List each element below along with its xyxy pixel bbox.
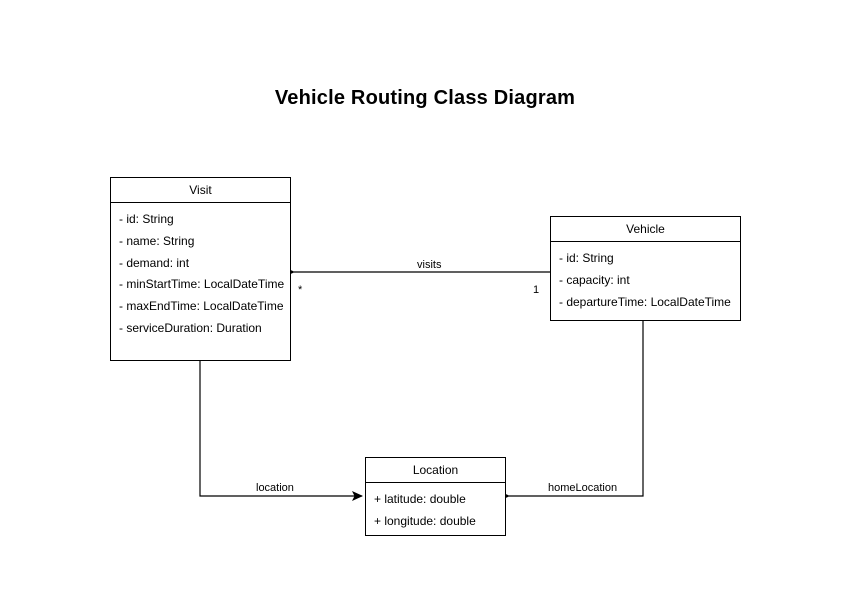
attribute-row: + latitude: double: [374, 492, 466, 506]
class-name-vehicle: Vehicle: [551, 217, 740, 242]
edge-homelocation-line: [499, 321, 644, 501]
page-title: Vehicle Routing Class Diagram: [274, 87, 576, 109]
attribute-row: - demand: int: [119, 255, 190, 270]
edge-label-location: location: [253, 482, 297, 494]
attribute-row: - maxEndTime: LocalDateTime: [119, 299, 284, 314]
attribute-row: + longitude: double: [374, 513, 476, 528]
class-attributes-visit: - id: String - name: String - demand: in…: [111, 203, 290, 346]
class-name-location: Location: [366, 458, 505, 483]
attribute-row: - departureTime: LocalDateTime: [559, 294, 731, 309]
class-name-visit: Visit: [111, 178, 290, 203]
edge-label-visits: visits: [414, 259, 445, 271]
attribute-row: - id: String: [119, 212, 174, 226]
edge-label-homelocation: homeLocation: [545, 482, 621, 494]
class-attributes-location: + latitude: double + longitude: double: [366, 483, 505, 539]
class-box-visit[interactable]: Visit - id: String - name: String - dema…: [110, 177, 291, 361]
multiplicity-vehicle: 1: [533, 284, 540, 296]
edge-location: [199, 361, 363, 501]
class-attributes-vehicle: - id: String - capacity: int - departure…: [551, 242, 740, 319]
attribute-row: - minStartTime: LocalDateTime: [119, 277, 285, 292]
attribute-row: - id: String: [559, 251, 614, 265]
edge-homelocation: [499, 321, 644, 501]
multiplicity-visit: *: [298, 284, 303, 296]
attribute-row: - name: String: [119, 233, 195, 248]
attribute-row: - capacity: int: [559, 272, 630, 287]
attribute-row: - serviceDuration: Duration: [119, 320, 262, 335]
edge-location-line: [199, 361, 363, 501]
class-box-vehicle[interactable]: Vehicle - id: String - capacity: int - d…: [550, 216, 741, 321]
class-box-location[interactable]: Location + latitude: double + longitude:…: [365, 457, 506, 536]
